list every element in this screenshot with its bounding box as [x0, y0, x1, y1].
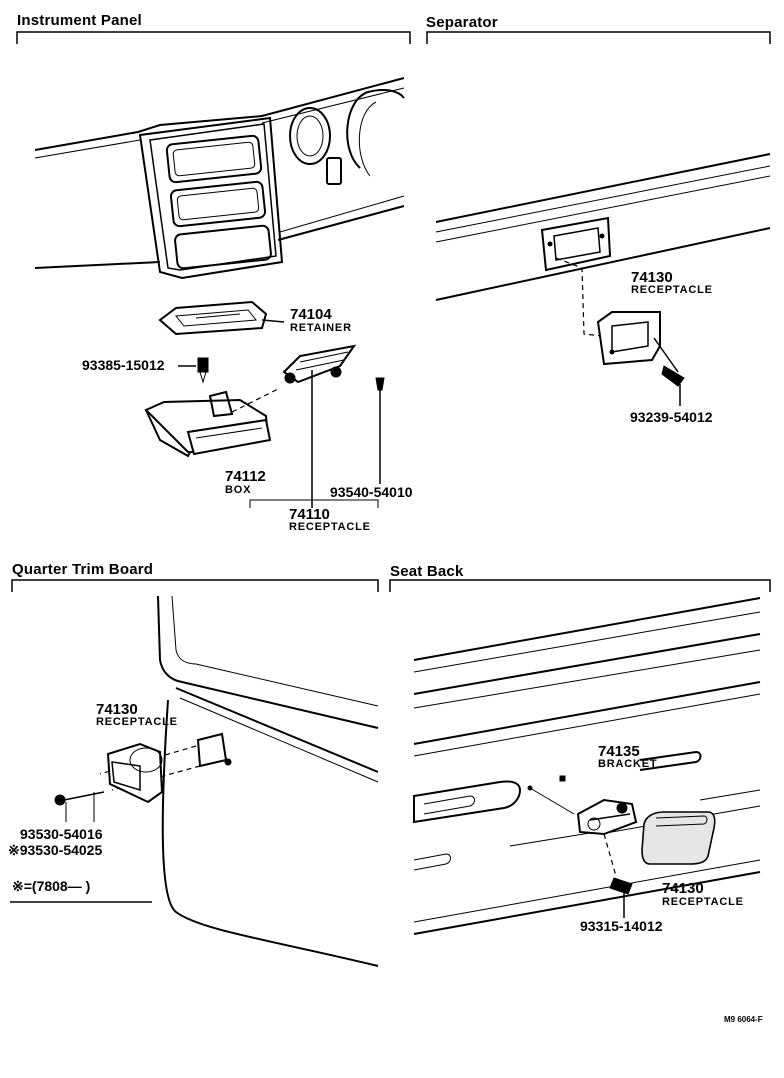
section-brackets: [11, 31, 771, 592]
receptacle-separator-name: RECEPTACLE: [631, 284, 713, 296]
footnote-label: ※=(7808— ): [12, 878, 91, 894]
receptacle-quarter-number: 74130: [96, 701, 138, 718]
receptacle-seatback-name: RECEPTACLE: [662, 896, 744, 908]
instrument-panel-dashboard: [34, 77, 405, 280]
receptacle-separator: [596, 311, 685, 406]
screw-93239-label: 93239-54012: [630, 409, 713, 425]
screw-93315: [609, 877, 633, 918]
header-separator: Separator: [426, 14, 498, 31]
box-part: [144, 387, 281, 458]
screw-93315-label: 93315-14012: [580, 918, 663, 934]
receptacle-74110: [282, 344, 385, 508]
screw-93385-label: 93385-15012: [82, 357, 165, 373]
screw-93530-54016-label: 93530-54016: [20, 826, 103, 842]
screw-93540-label: 93540-54010: [330, 484, 413, 500]
header-instrument-panel: Instrument Panel: [17, 12, 142, 29]
receptacle-quarter-name: RECEPTACLE: [96, 716, 178, 728]
screw-93530-54025-label: ※93530-54025: [8, 842, 103, 858]
screw-93385: [178, 357, 209, 384]
receptacle-separator-number: 74130: [631, 269, 673, 286]
box-number: 74112: [225, 468, 266, 485]
retainer-number: 74104: [290, 306, 332, 323]
header-seat-back: Seat Back: [390, 563, 464, 580]
receptacle-74110-number: 74110: [289, 506, 330, 523]
retainer-part: [158, 300, 285, 336]
receptacle-seatback-number: 74130: [662, 880, 704, 897]
receptacle-leader: [249, 499, 379, 508]
seat-back-panel: [413, 597, 761, 935]
box-name: BOX: [225, 484, 252, 496]
bracket-74135: [576, 798, 638, 877]
separator-panel: [435, 153, 771, 337]
header-quarter-trim-board: Quarter Trim Board: [12, 561, 154, 578]
receptacle-74110-name: RECEPTACLE: [289, 521, 371, 533]
retainer-name: RETAINER: [290, 322, 352, 334]
figure-code: M9 6064-F: [724, 1015, 763, 1024]
bracket-number: 74135: [598, 743, 640, 760]
bracket-name: BRACKET: [598, 758, 658, 770]
receptacle-quarter: [54, 742, 164, 822]
receptacle-seatback: [641, 811, 716, 865]
